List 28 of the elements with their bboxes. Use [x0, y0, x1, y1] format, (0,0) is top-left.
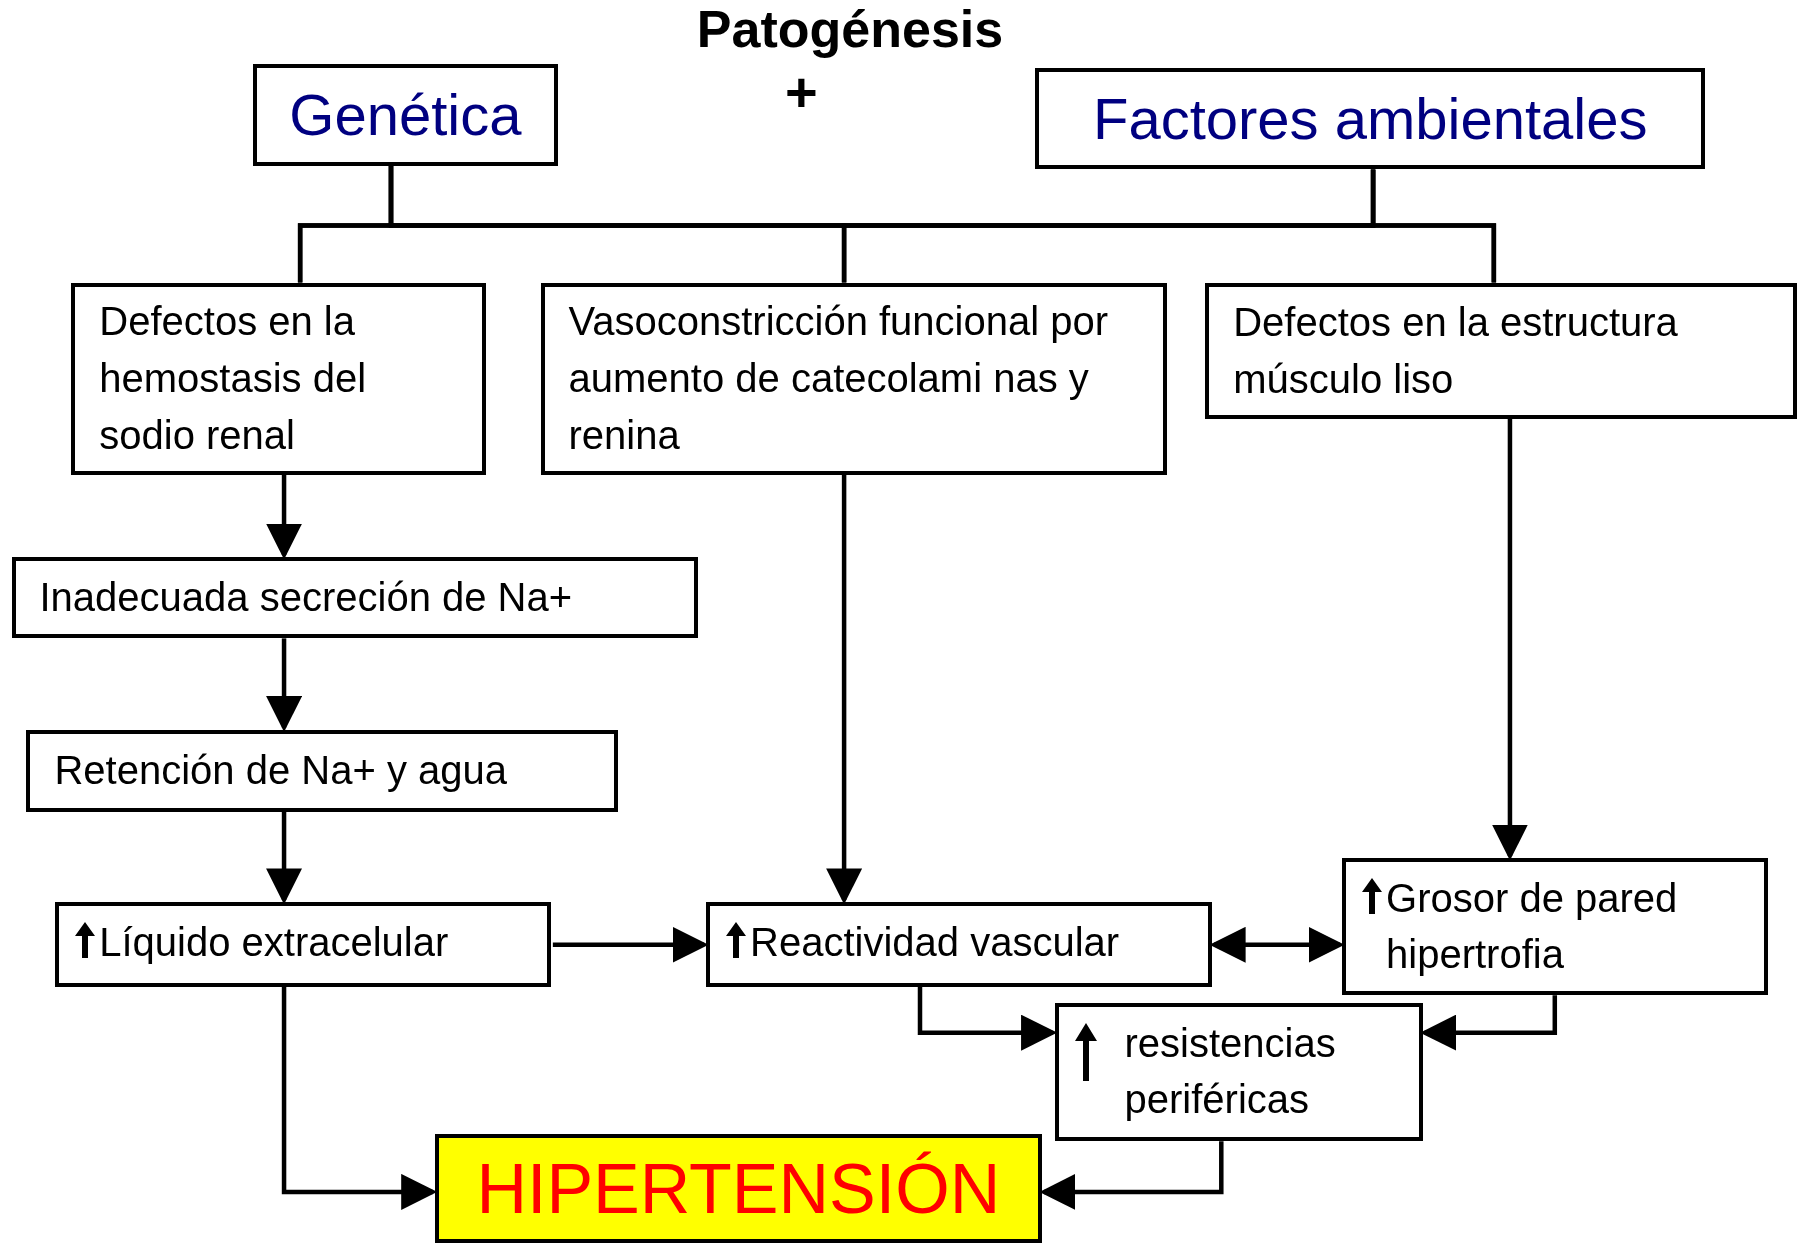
- box-text: Líquido extracelular: [99, 918, 449, 966]
- box-text: resistencias periféricas: [1123, 1020, 1337, 1123]
- process-box: [26, 729, 618, 812]
- process-box: [11, 557, 699, 639]
- title: Patogénesis: [695, 0, 1005, 58]
- arrow: [1491, 418, 1528, 861]
- process-box: [71, 282, 487, 475]
- process-box: [1342, 858, 1768, 996]
- process-box: [1054, 1003, 1423, 1142]
- box-text: Genética: [289, 83, 522, 148]
- box-text: Inadecuada secreción de Na+: [39, 574, 573, 622]
- plus-sign: +: [785, 62, 818, 122]
- box-text: HIPERTENSIÓN: [476, 1150, 1001, 1227]
- box-text: Retención de Na+ y agua: [54, 747, 507, 795]
- process-box: [253, 64, 558, 167]
- box-text: Vasoconstricción funcional por aumento de catecolami nas y renina: [568, 298, 1110, 460]
- process-box: [540, 282, 1168, 475]
- box-text: Grosor de pared hipertrofia: [1386, 875, 1679, 978]
- arrow: [266, 474, 303, 560]
- box-text: Defectos en la estructura músculo liso: [1233, 298, 1679, 403]
- process-box: [1205, 282, 1798, 419]
- box-text: Defectos en la hemostasis del sodio renal: [99, 298, 368, 460]
- process-box: [706, 901, 1213, 987]
- process-box: [1035, 68, 1706, 170]
- process-box: [55, 901, 551, 987]
- box-text: Factores ambientales: [1092, 86, 1648, 151]
- box-text: Reactividad vascular: [750, 918, 1120, 966]
- process-box: [434, 1133, 1042, 1244]
